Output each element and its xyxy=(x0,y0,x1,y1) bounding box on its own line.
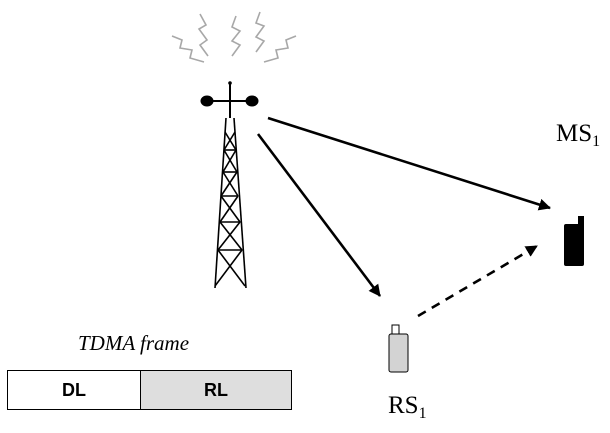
link-bs-to-rs xyxy=(256,133,382,297)
link-rs-to-ms xyxy=(417,244,538,318)
link-bs-to-ms xyxy=(267,116,551,211)
mobile-station-icon xyxy=(564,216,584,266)
signal-waves-icon xyxy=(171,11,297,63)
relay-station-name: RS xyxy=(388,392,419,419)
mobile-station-name: MS xyxy=(556,120,593,147)
mobile-station-subscript: 1 xyxy=(592,133,601,150)
tdma-frame: DL RL xyxy=(7,370,292,410)
relay-station-label: RS1 xyxy=(388,392,427,422)
tdma-slot-rl: RL xyxy=(141,371,291,409)
tdma-slot-dl: DL xyxy=(8,371,141,409)
cell-tower-icon xyxy=(200,81,259,289)
mobile-station-label: MS1 xyxy=(556,120,601,150)
relay-station-subscript: 1 xyxy=(418,405,427,422)
relay-station-icon xyxy=(388,324,409,373)
tdma-frame-caption: TDMA frame xyxy=(78,331,190,355)
